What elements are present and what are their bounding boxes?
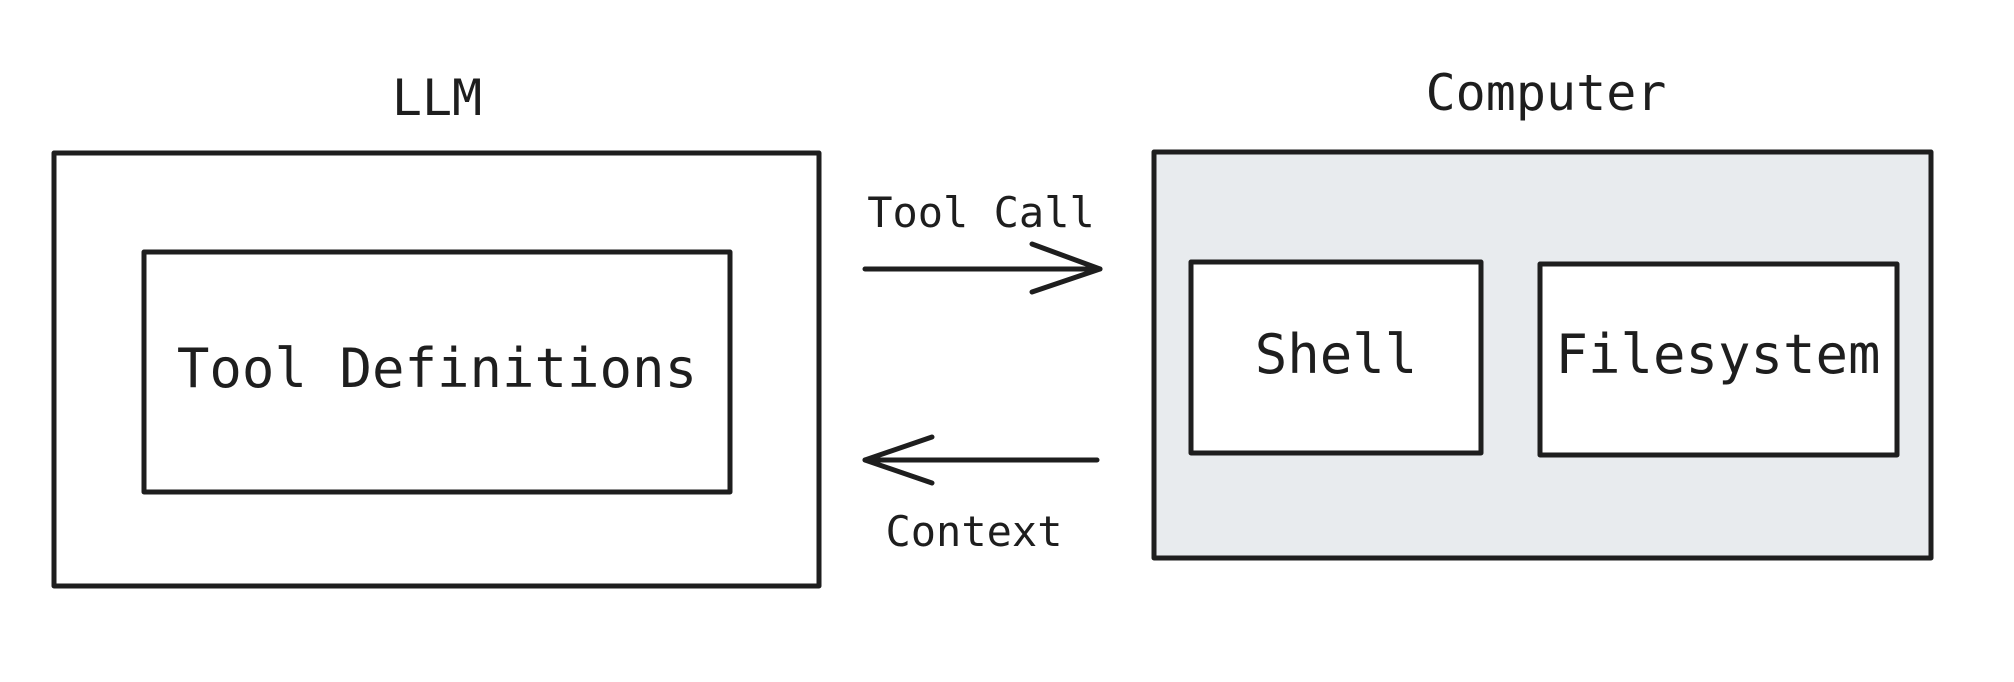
tool-call-arrow [862, 241, 1103, 295]
shell-label: Shell [1255, 323, 1418, 386]
tool-definitions-box [141, 249, 733, 495]
context-label: Context [885, 507, 1062, 556]
filesystem-label: Filesystem [1555, 323, 1880, 386]
tool-call-label: Tool Call [867, 188, 1095, 237]
shell-box [1188, 259, 1484, 456]
context-arrow [862, 434, 1100, 486]
tool-definitions-label: Tool Definitions [177, 337, 697, 400]
llm-title: LLM [392, 69, 482, 127]
filesystem-box [1537, 261, 1900, 458]
computer-title: Computer [1426, 64, 1667, 122]
llm-box [51, 150, 822, 589]
